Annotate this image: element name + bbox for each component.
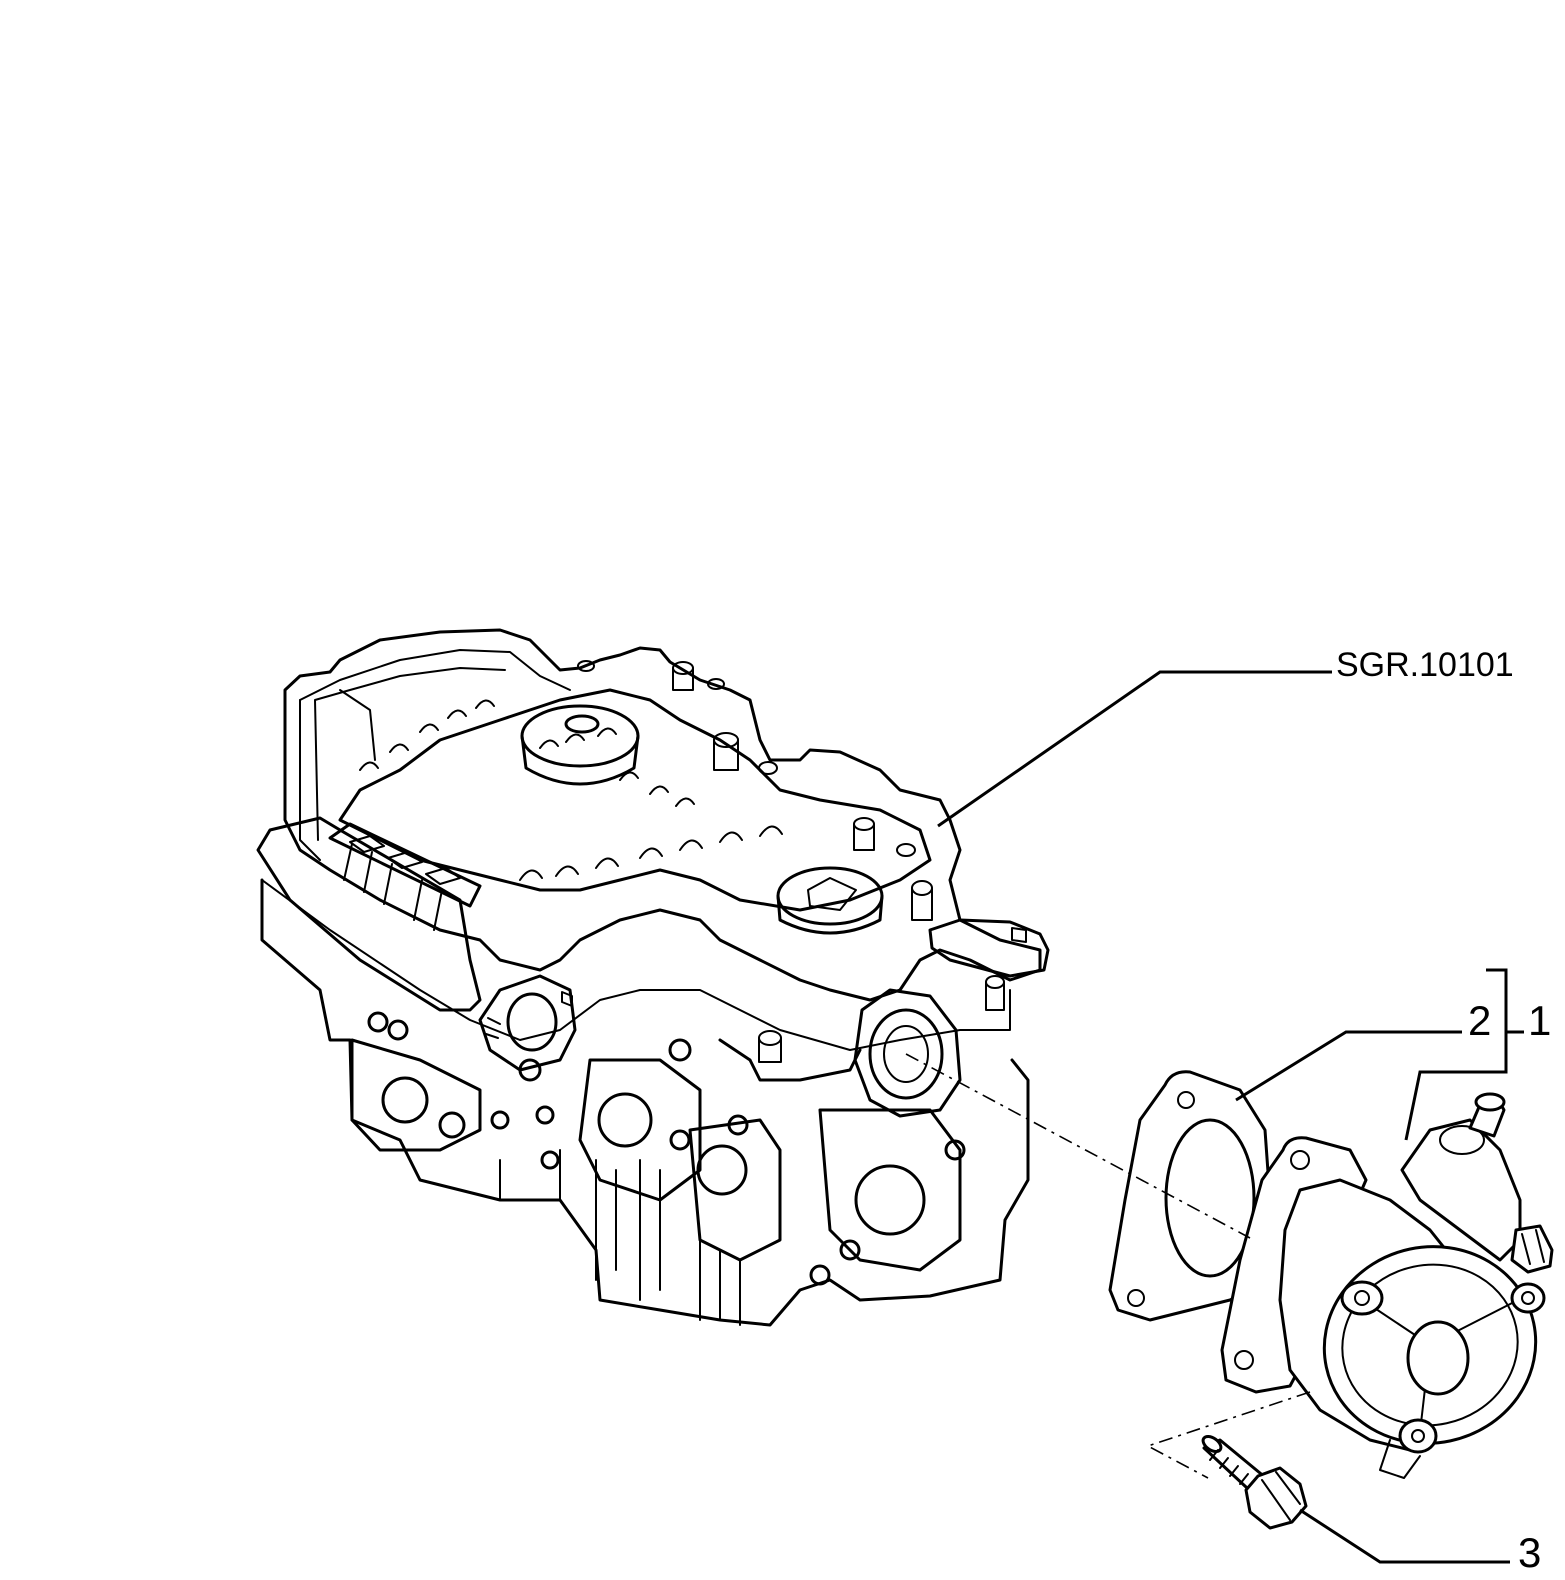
engine-cylinder-head-icon	[256, 628, 1050, 1327]
callout-item-1: 1	[1528, 997, 1552, 1044]
leader-2	[1235, 1030, 1462, 1102]
leader-sgr	[937, 670, 1332, 828]
callout-assembly-ref: SGR.10101	[1336, 646, 1514, 684]
bolt-icon	[1201, 1434, 1308, 1530]
callout-item-3: 3	[1518, 1529, 1542, 1576]
leader-lines	[937, 670, 1524, 1564]
bracket-1	[1404, 968, 1508, 1141]
leader-3	[1299, 1508, 1510, 1564]
gasket-icon	[1108, 1070, 1272, 1322]
assembly-axis-lines	[905, 1053, 1311, 1479]
callout-item-2: 2	[1468, 997, 1492, 1044]
vacuum-pump-icon	[1220, 1092, 1554, 1479]
